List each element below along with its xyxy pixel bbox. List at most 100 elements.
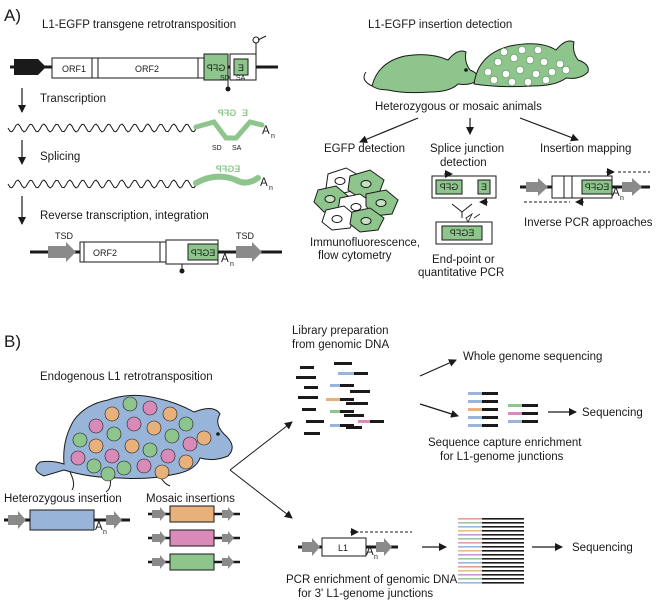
mosaic-insertion-dot [88, 438, 104, 454]
pcr-fragment [482, 558, 524, 560]
mosaic-insertion-dot [164, 428, 180, 444]
pcr-fragment [482, 550, 524, 552]
mosaic-insertion-dot [126, 416, 142, 432]
tsd-arrow [152, 531, 166, 545]
mosaic-insertion-dot [70, 450, 86, 466]
sequencing-label-1: Sequencing [582, 407, 643, 419]
panel-a-label: A) [4, 6, 21, 25]
captured-fragment [468, 392, 482, 395]
pcr-fragment [458, 554, 482, 556]
pcr-fragment [458, 550, 482, 552]
mosaic-mouse-icon [473, 40, 589, 88]
pcr-fragment [458, 534, 482, 536]
pcr-label-1: PCR enrichment of genomic DNA [286, 574, 458, 586]
egfp-green-reversed: EGFP [216, 164, 241, 174]
library-fragment [330, 424, 340, 427]
library-fragment [340, 424, 354, 427]
mosaic-insertion-dot [160, 448, 176, 464]
pcr-fragments [458, 518, 524, 584]
mosaic-cell-dot [517, 45, 527, 55]
capture-label-1: Sequence capture enrichment [428, 437, 582, 449]
captured-fragment [508, 412, 522, 415]
mosaic-insertion-dot [122, 396, 138, 412]
pcr-fragment [458, 538, 482, 540]
pcr-fragment [458, 558, 482, 560]
pcr-fragment [482, 538, 524, 540]
pcr-fragment [482, 578, 524, 580]
splicing-label: Splicing [40, 151, 80, 163]
library-fragment [346, 426, 362, 429]
library-fragment [344, 414, 364, 417]
pcr-fragment [458, 542, 482, 544]
splice-junction-construct [431, 170, 497, 245]
library-fragment [340, 384, 354, 387]
library-fragment [340, 410, 354, 413]
mosaic-cell-dot [509, 53, 519, 63]
mosaic-insertion-dot [116, 460, 132, 476]
cells-icon [313, 167, 399, 233]
pcr-fragment [458, 526, 482, 528]
pcr-construct [298, 528, 412, 557]
libprep-label-2: from genomic DNA [292, 339, 389, 351]
immuno-label-1: Immunofluorescence, [310, 237, 420, 249]
mosaic-cell-dot [547, 67, 557, 77]
mosaic-insertion-dot [178, 454, 194, 470]
captured-fragment [482, 408, 498, 411]
l1-label: L1 [338, 543, 348, 553]
library-fragment [358, 420, 370, 423]
mosaic-cell-dot [525, 55, 535, 65]
het-insertion-label: Heterozygous insertion [4, 493, 122, 505]
mosaic-insertion-dot [100, 466, 116, 482]
endpoint-label-1: End-point or [432, 254, 495, 266]
wgs-label: Whole genome sequencing [463, 351, 602, 363]
poly-a-3: A [221, 253, 229, 265]
mosaic-insertion-dot [146, 420, 162, 436]
captured-fragment [468, 400, 482, 403]
poly-a-3-sub: n [230, 261, 234, 268]
pcr-fragment [458, 582, 482, 584]
mosaic-cell-dot [541, 75, 551, 85]
rna-transcript [7, 119, 265, 141]
library-fragment [300, 366, 314, 369]
mosaic-cell-dot [515, 65, 525, 75]
sa-label: SA [236, 75, 246, 82]
pcr-fragment [458, 578, 482, 580]
library-fragment [302, 408, 316, 411]
het-poly-a: A [95, 521, 103, 533]
pcr-fragment [458, 518, 482, 520]
mosaic-cell-dot [539, 57, 549, 67]
pcr-fragment [458, 570, 482, 572]
arrow-wgs [419, 359, 457, 377]
tsd-arrow [152, 555, 166, 569]
captured-fragment [482, 400, 498, 403]
captured-fragment [482, 416, 498, 419]
arrow-mapping [519, 117, 579, 142]
pcr-fragment [482, 566, 524, 568]
pcr-fragment [458, 530, 482, 532]
e-reversed-label: E [238, 63, 244, 73]
sa-label-2: SA [232, 145, 242, 152]
mosaic-cell-dot [507, 77, 517, 87]
arrow-to-library [229, 421, 293, 471]
library-fragment [340, 398, 354, 401]
mosaic-cell-dot [533, 45, 543, 55]
pcr-poly-a: A [366, 546, 374, 558]
capture-label-2: for L1-genome junctions [440, 451, 564, 463]
mosaic-insertions [148, 505, 240, 571]
tsd-arrow [152, 507, 166, 521]
splice-detection-label-1: Splice junction [430, 143, 504, 155]
sd-label: SD [220, 75, 230, 82]
orf2-label: ORF2 [135, 64, 159, 74]
pcr-fragment [482, 518, 524, 520]
mosaic-insertion-dot [182, 436, 198, 452]
panel-b-label: B) [4, 332, 21, 351]
mosaic-cell-dot [501, 69, 511, 79]
library-fragment [354, 372, 368, 375]
library-fragment [296, 376, 316, 379]
arrow-capture [419, 403, 459, 418]
poly-a-1-sub: n [271, 133, 275, 140]
library-fragment [330, 384, 340, 387]
arrow-egfp [359, 117, 419, 144]
captured-fragment [522, 404, 538, 407]
captured-fragment [482, 424, 498, 427]
